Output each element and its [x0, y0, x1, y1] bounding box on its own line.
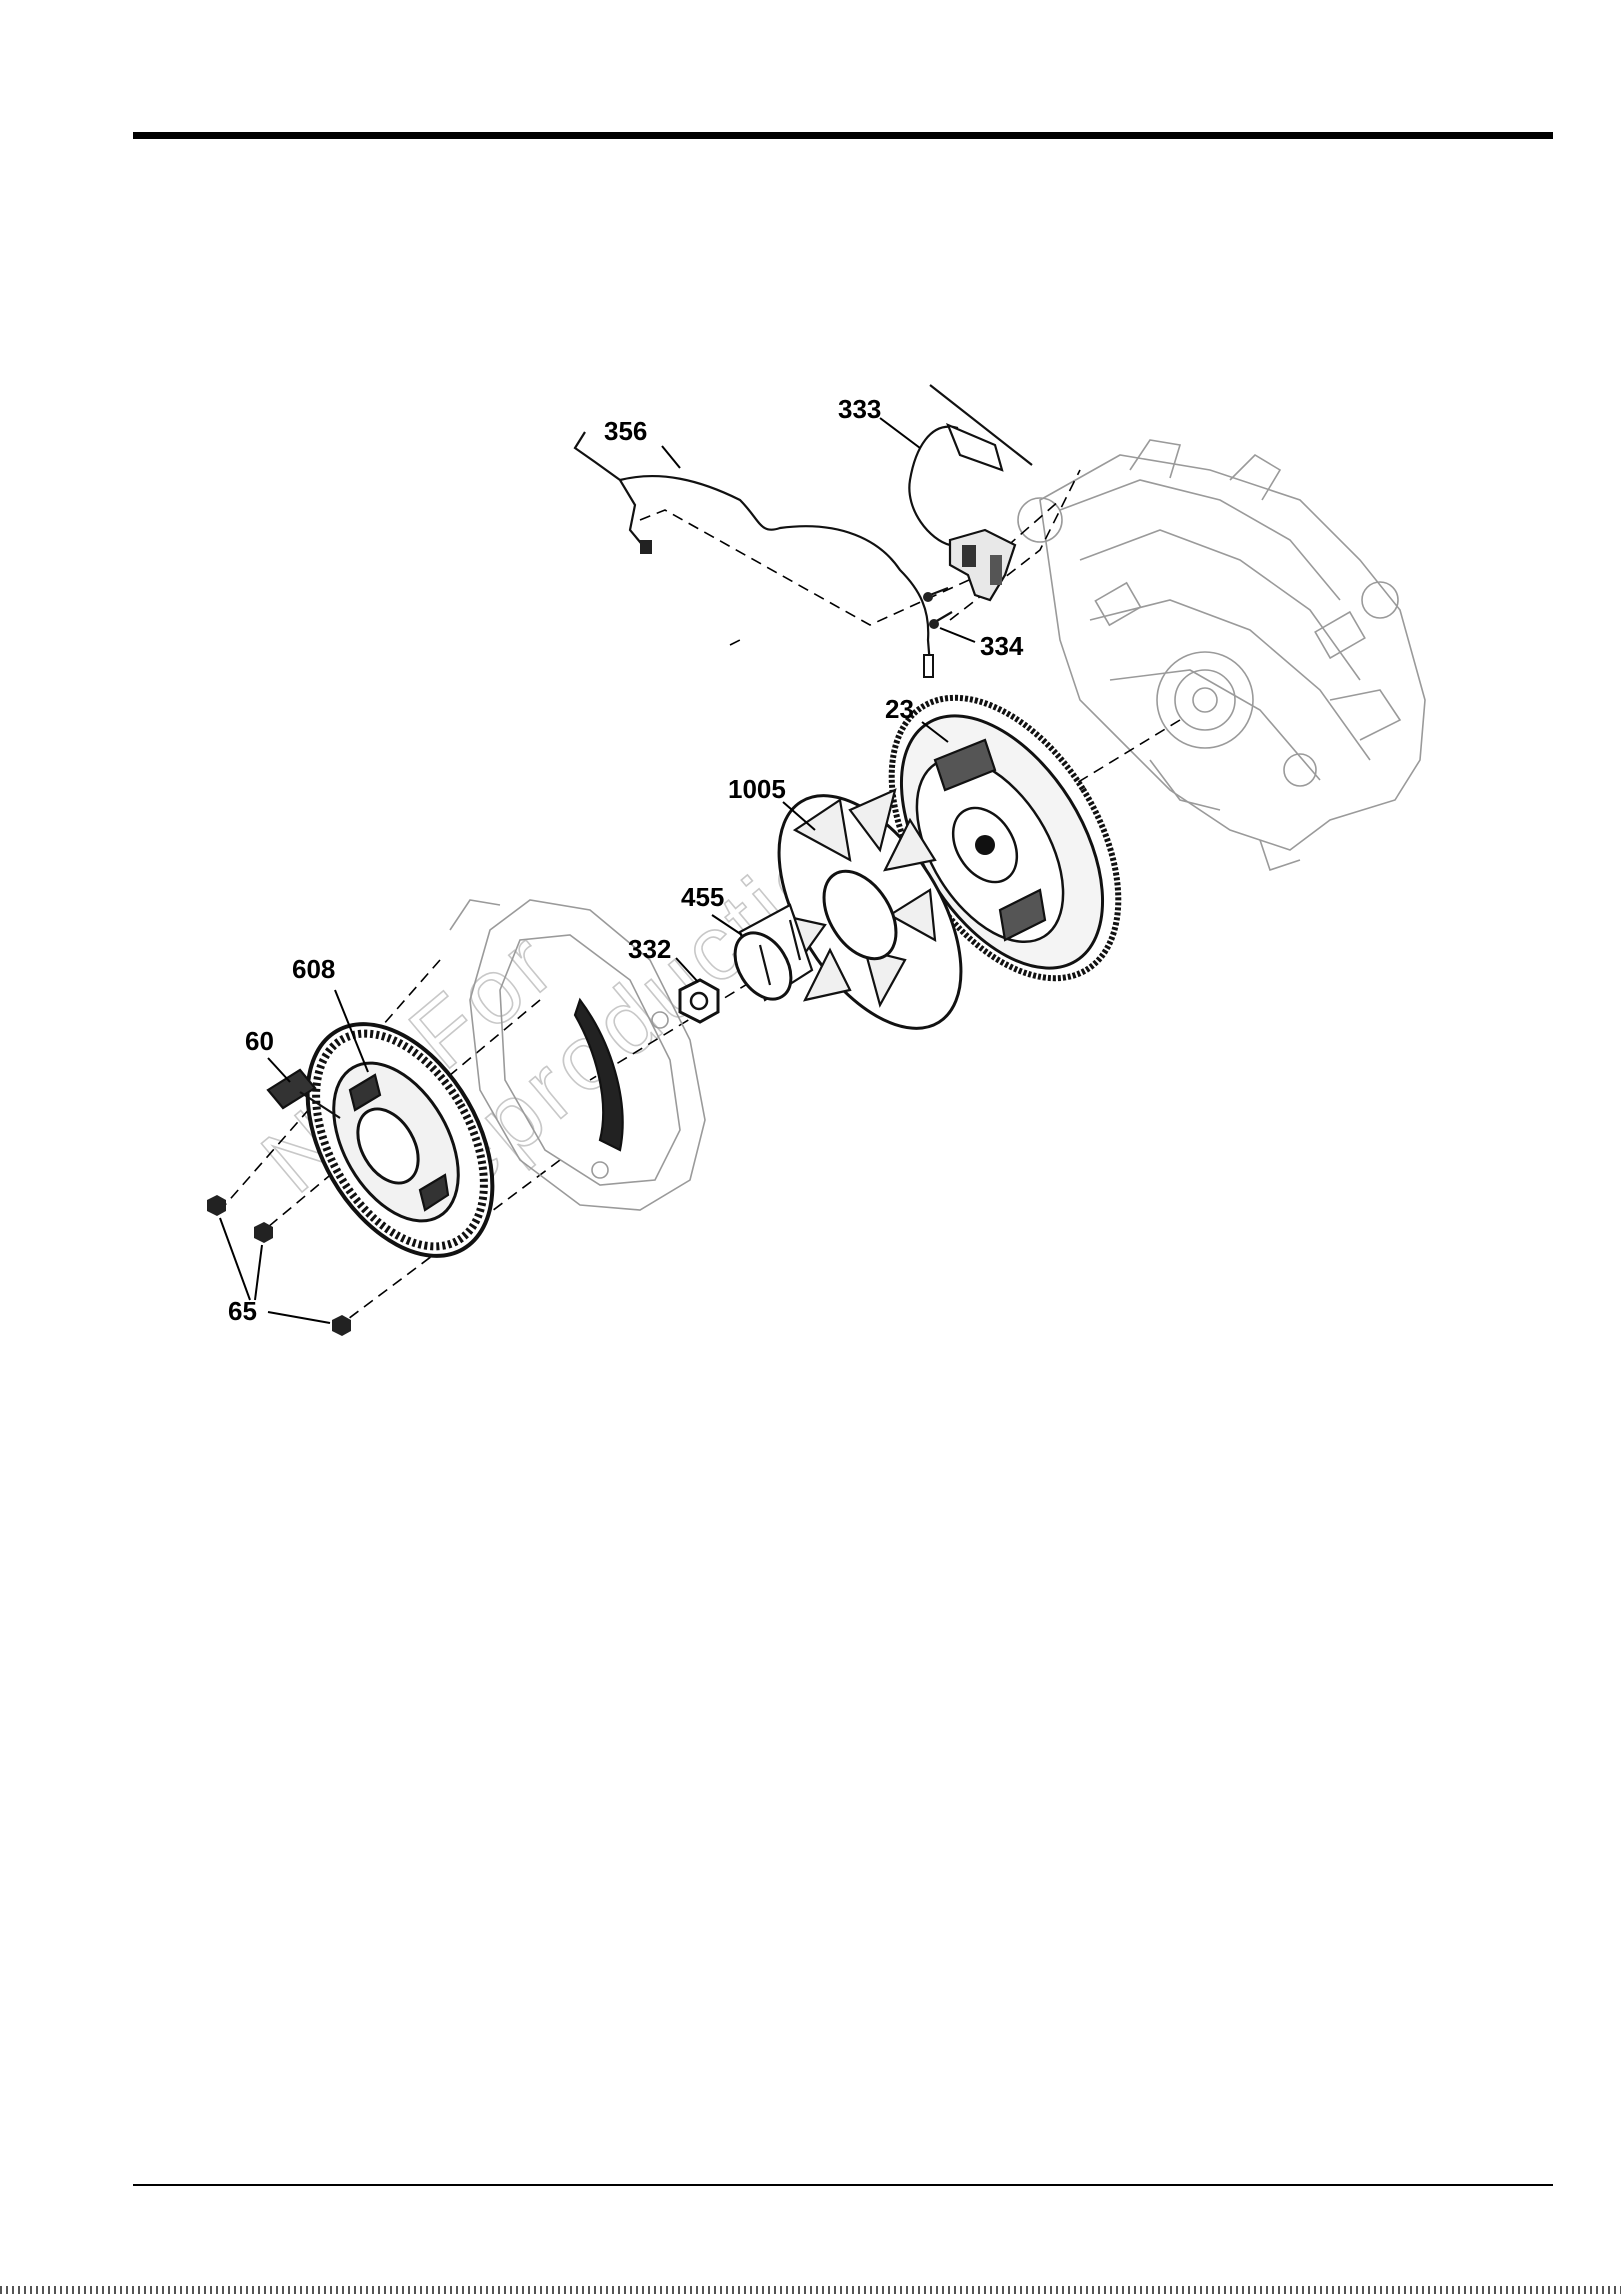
- footer-rule: [133, 2184, 1553, 2186]
- callout-332: 332: [628, 934, 671, 964]
- wiring-harness: [575, 432, 933, 677]
- callout-60: 60: [245, 1026, 274, 1056]
- flywheel-nut: [680, 980, 718, 1022]
- callout-608: 608: [292, 954, 335, 984]
- callout-356: 356: [604, 416, 647, 446]
- callout-455: 455: [681, 882, 724, 912]
- callout-333: 333: [838, 394, 881, 424]
- watermark: Not For Reproduction: [243, 698, 900, 1297]
- callout-23: 23: [885, 694, 914, 724]
- callout-334: 334: [980, 631, 1024, 661]
- page-edge-strip: [0, 2286, 1621, 2294]
- ignition-module: [909, 385, 1032, 600]
- callout-1005: 1005: [728, 774, 786, 804]
- callout-65: 65: [228, 1296, 257, 1326]
